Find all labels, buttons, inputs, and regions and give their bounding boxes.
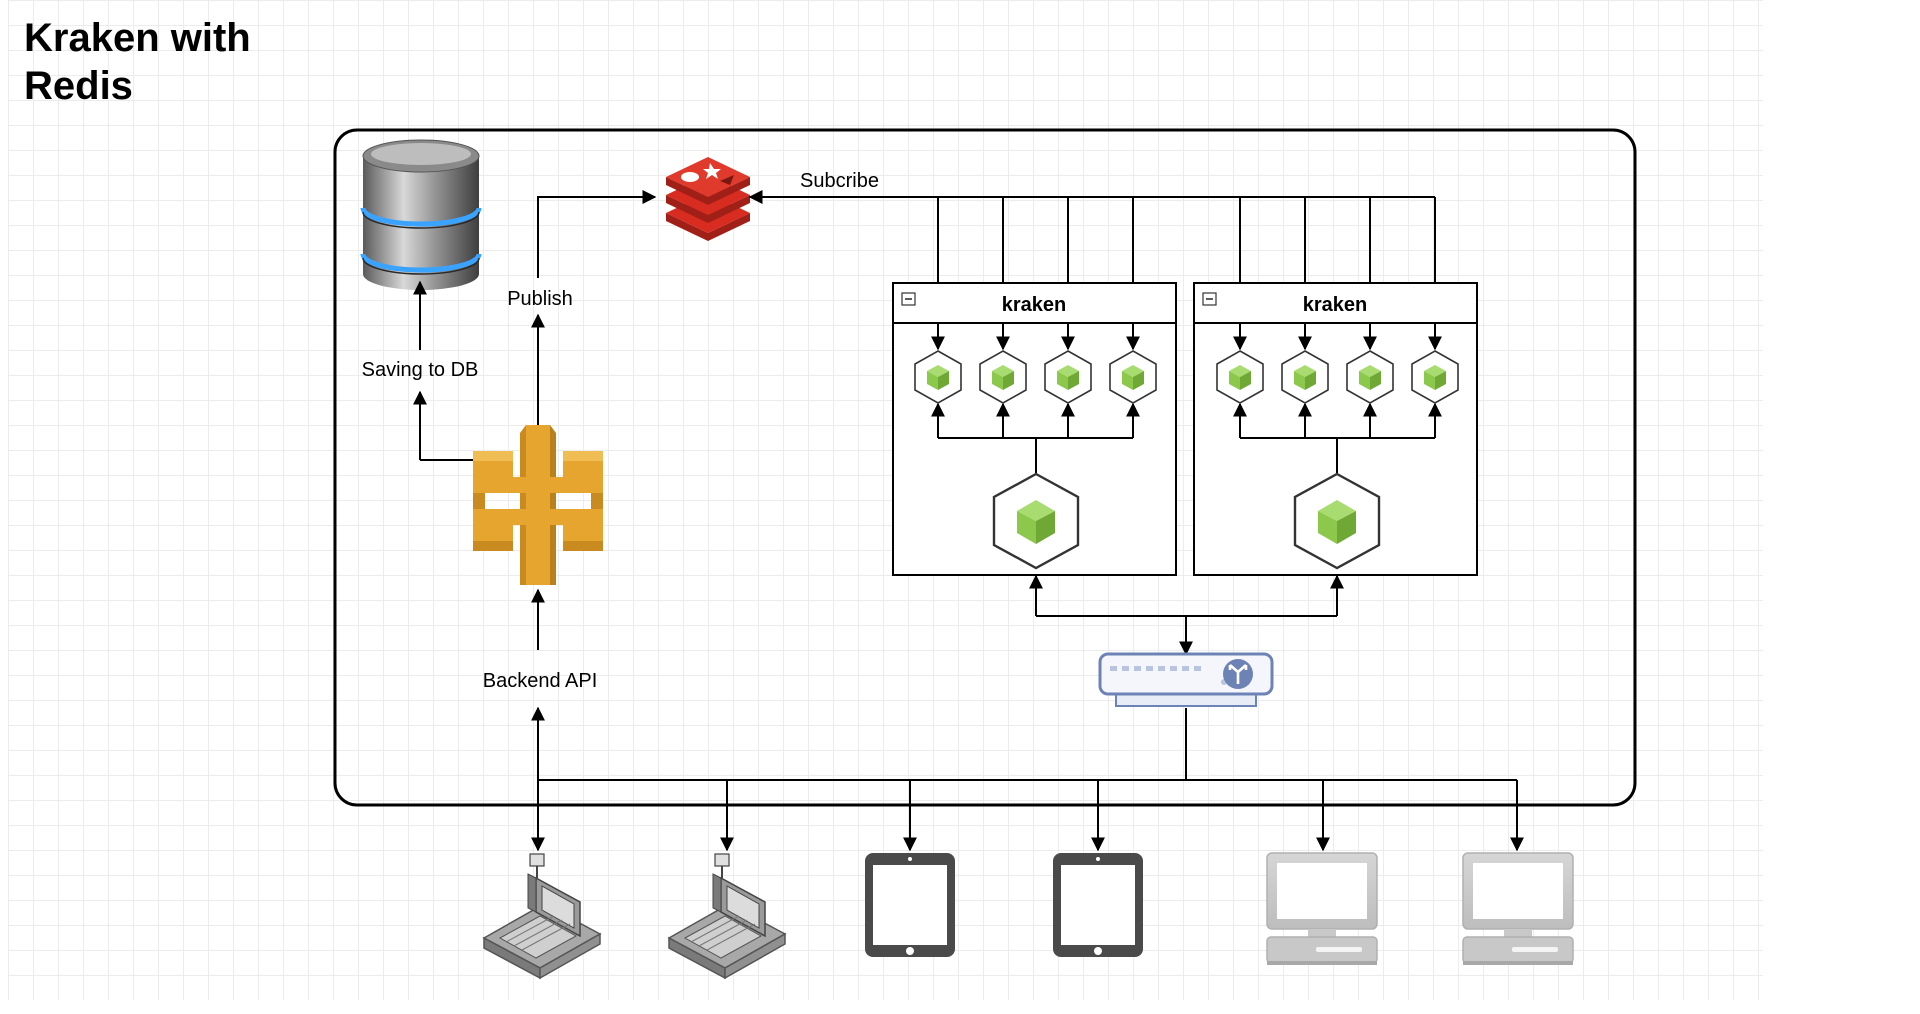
- tablet-icon: [1053, 853, 1143, 957]
- tablet-icon: [865, 853, 955, 957]
- load-balancer-icon: [1098, 652, 1274, 707]
- desktop-icon: [1266, 852, 1378, 966]
- system-boundary: [333, 128, 1637, 807]
- kraken-cluster-2: kraken: [1193, 282, 1478, 576]
- collapse-icon[interactable]: [1202, 292, 1217, 306]
- publish-label: Publish: [507, 288, 573, 310]
- backend-api-label: Backend API: [483, 670, 598, 692]
- database-icon: [360, 139, 482, 290]
- collapse-icon[interactable]: [901, 292, 916, 306]
- cluster-title: kraken: [1002, 294, 1067, 316]
- kraken-cluster-1: kraken: [892, 282, 1177, 576]
- pos-terminal-icon: [483, 853, 601, 979]
- diagram-title: Kraken with Redis: [24, 16, 251, 108]
- redis-icon: [666, 157, 750, 241]
- pos-terminal-icon: [668, 853, 786, 979]
- saving-to-db-label: Saving to DB: [362, 359, 479, 381]
- cluster-title: kraken: [1303, 294, 1368, 316]
- subscribe-label: Subcribe: [800, 170, 879, 192]
- api-gateway-icon: [473, 425, 603, 585]
- desktop-icon: [1462, 852, 1574, 966]
